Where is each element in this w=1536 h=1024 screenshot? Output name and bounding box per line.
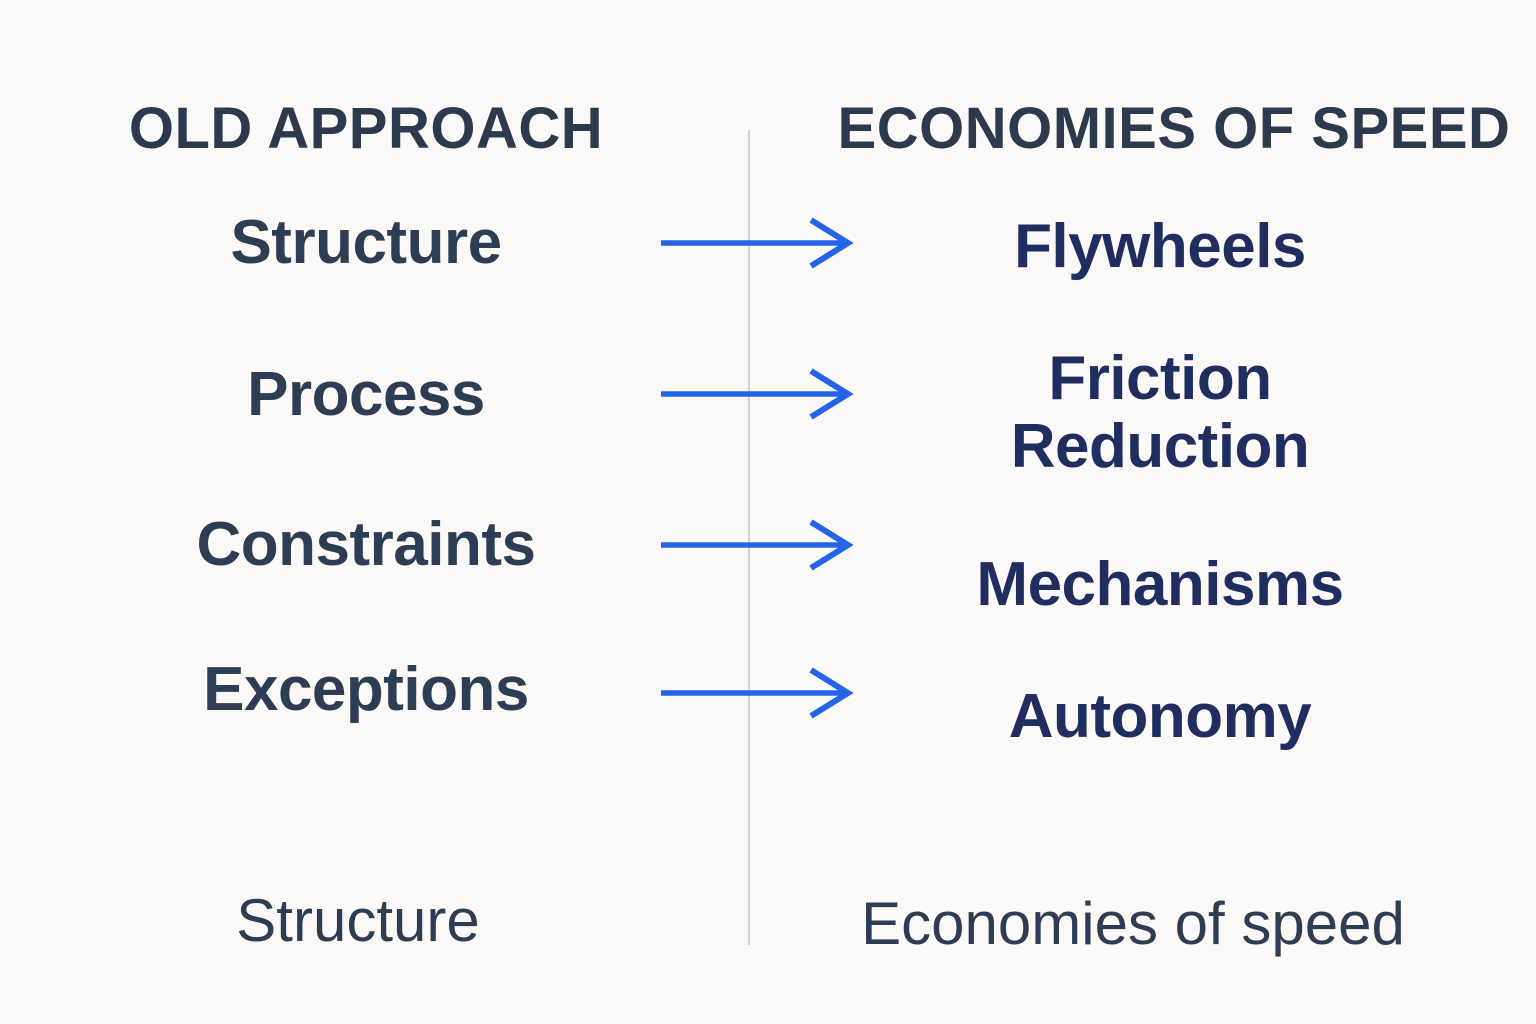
right-column-header: ECONOMIES OF SPEED [837, 95, 1511, 161]
column-divider [748, 130, 750, 945]
right-item-flywheels: Flywheels [1014, 212, 1306, 281]
arrow-process-to-friction-reduction-icon [661, 368, 854, 420]
left-item-process: Process [247, 360, 485, 429]
left-footer-label: Structure [236, 887, 480, 954]
right-item-autonomy: Autonomy [1008, 682, 1312, 751]
arrow-exceptions-to-autonomy-icon [661, 667, 854, 719]
right-footer-label: Economies of speed [861, 890, 1405, 957]
right-item-friction-reduction: Friction Reduction [1010, 344, 1310, 481]
left-item-exceptions: Exceptions [203, 655, 529, 724]
left-item-constraints: Constraints [196, 510, 536, 579]
right-item-mechanisms: Mechanisms [976, 550, 1344, 619]
arrow-constraints-to-mechanisms-icon [661, 519, 854, 571]
arrow-structure-to-flywheels-icon [661, 217, 854, 269]
left-column-header: OLD APPROACH [128, 95, 604, 161]
left-item-structure: Structure [230, 208, 502, 277]
